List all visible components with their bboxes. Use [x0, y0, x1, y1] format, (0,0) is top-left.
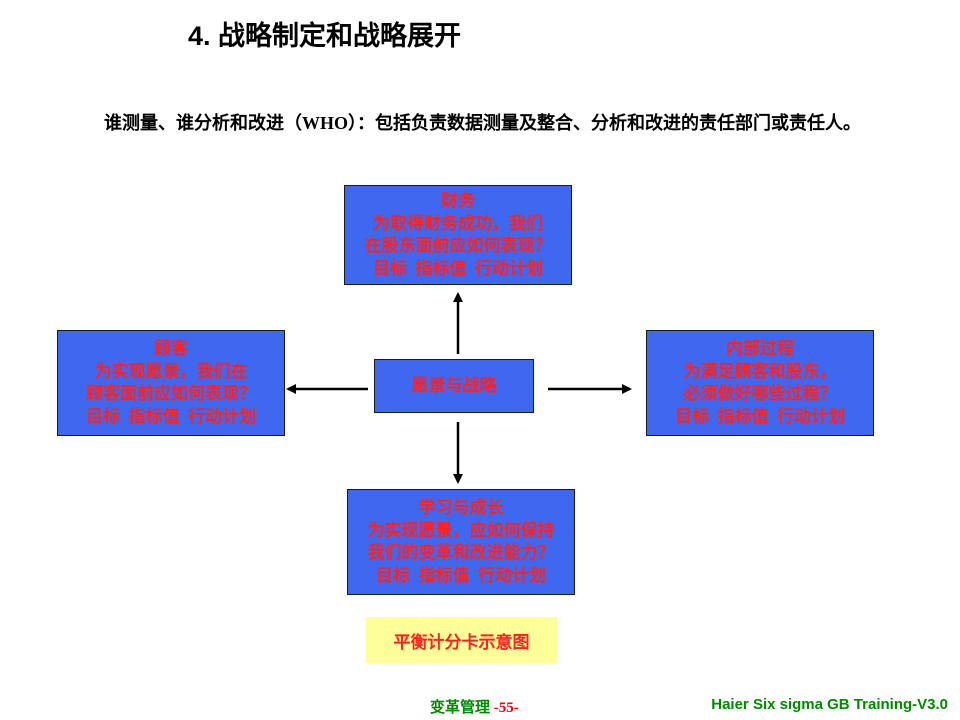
learning-line2: 我们的变革和改进能力？ [367, 543, 555, 562]
learning-growth-box: 学习与成长 为实现愿景，应如何保持 我们的变革和改进能力？ 目标 指标值 行动计… [347, 489, 575, 595]
footer-page-label: 变革管理 -55- [430, 696, 519, 717]
learning-line1: 为实现愿景，应如何保持 [367, 520, 555, 540]
finance-line3: 目标 指标值 行动计划 [373, 258, 543, 278]
internal-process-box: 内部过程 为满足顾客和股东， 必须做好哪些过程？ 目标 指标值 行动计划 [646, 330, 874, 436]
customer-title: 顾客 [154, 339, 188, 358]
learning-line3: 目标 指标值 行动计划 [376, 565, 546, 585]
vision-strategy-title: 愿景与战略 [411, 375, 497, 395]
customer-line2: 顾客面前应如何表现？ [86, 384, 256, 403]
finance-box: 财务 为取得财务成功，我们 在股东面前应如何表现？ 目标 指标值 行动计划 [344, 185, 572, 285]
finance-line1: 为取得财务成功，我们 [373, 213, 543, 233]
diagram-caption: 平衡计分卡示意图 [366, 617, 557, 663]
internal-title: 内部过程 [726, 339, 794, 358]
learning-title: 学习与成长 [418, 498, 504, 517]
customer-line1: 为实现愿景，我们在 [94, 361, 248, 381]
customer-line3: 目标 指标值 行动计划 [86, 406, 256, 426]
internal-line2: 必须做好哪些过程？ [683, 384, 837, 403]
finance-line2: 在股东面前应如何表现？ [364, 236, 552, 255]
footer-center-label: 变革管理 [430, 700, 491, 716]
internal-line1: 为满足顾客和股东， [683, 361, 837, 381]
finance-title: 财务 [441, 191, 475, 210]
vision-strategy-box: 愿景与战略 [374, 359, 534, 413]
footer-page-number: -55- [493, 700, 519, 716]
footer-training-label: Haier Six sigma GB Training-V3.0 [711, 696, 948, 713]
internal-line3: 目标 指标值 行动计划 [675, 406, 845, 426]
page-title: 4. 战略制定和战略展开 [188, 21, 462, 51]
intro-paragraph: 谁测量、谁分析和改进（WHO）：包括负责数据测量及整合、分析和改进的责任部门或责… [104, 113, 861, 133]
customer-box: 顾客 为实现愿景，我们在 顾客面前应如何表现？ 目标 指标值 行动计划 [57, 330, 285, 436]
